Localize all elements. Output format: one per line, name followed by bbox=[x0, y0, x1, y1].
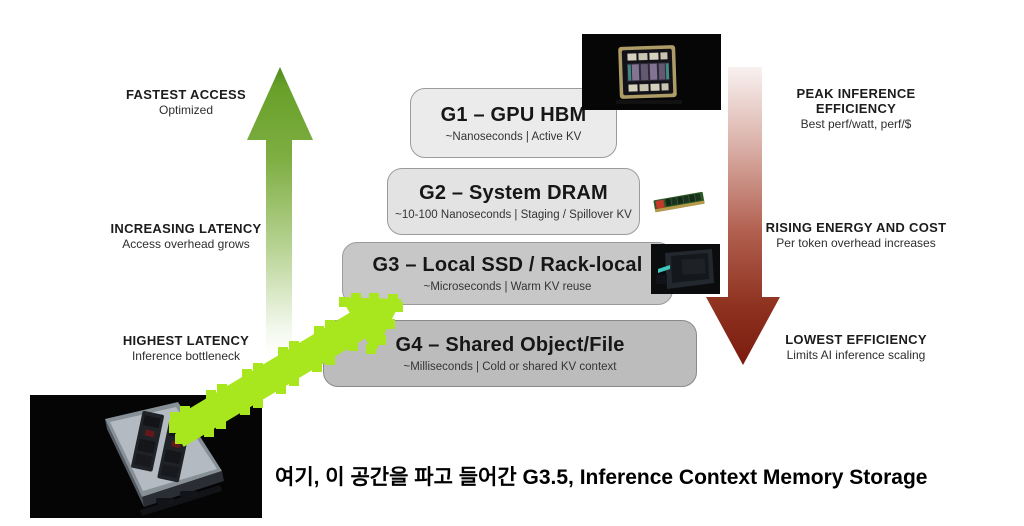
label-title: INCREASING LATENCY bbox=[110, 221, 262, 236]
caption-text: 여기, 이 공간을 파고 들어간 G3.5, Inference Context… bbox=[275, 466, 928, 489]
label-subtitle: Access overhead grows bbox=[122, 237, 250, 251]
storage-tray-photo bbox=[30, 395, 262, 518]
tier-subtitle: ~Nanoseconds | Active KV bbox=[445, 130, 582, 143]
tier-title: G2 – System DRAM bbox=[419, 182, 608, 204]
label-highest-latency: HIGHEST LATENCY Inference bottleneck bbox=[86, 333, 286, 364]
label-subtitle: Inference bottleneck bbox=[131, 349, 241, 363]
label-title: FASTEST ACCESS bbox=[125, 87, 246, 102]
gpu-module-photo bbox=[582, 34, 721, 110]
tier-g1-gpu-hbm: G1 – GPU HBM ~Nanoseconds | Active KV bbox=[410, 88, 617, 158]
tier-subtitle: ~Microseconds | Warm KV reuse bbox=[423, 281, 592, 293]
label-lowest-efficiency: LOWEST EFFICIENCY Limits AI inference sc… bbox=[746, 332, 966, 363]
latency-up-arrow bbox=[247, 67, 313, 355]
tier-g2-system-dram: G2 – System DRAM ~10-100 Nanoseconds | S… bbox=[387, 168, 640, 235]
efficiency-down-arrow bbox=[706, 67, 780, 365]
dram-dimm-photo bbox=[651, 186, 707, 218]
label-increasing-latency: INCREASING LATENCY Access overhead grows bbox=[76, 221, 296, 252]
ssd-drive-photo bbox=[651, 244, 720, 294]
label-title: HIGHEST LATENCY bbox=[122, 333, 250, 348]
tier-title: G3 – Local SSD / Rack-local bbox=[372, 254, 643, 276]
label-subtitle: Per token overhead increases bbox=[776, 236, 936, 250]
tier-subtitle: ~Milliseconds | Cold or shared KV contex… bbox=[403, 361, 617, 373]
label-peak-efficiency: PEAK INFERENCE EFFICIENCY Best perf/watt… bbox=[766, 86, 946, 132]
label-subtitle: Optimized bbox=[158, 103, 214, 117]
label-title: RISING ENERGY AND COST bbox=[765, 220, 947, 235]
label-subtitle: Limits AI inference scaling bbox=[786, 348, 926, 362]
label-subtitle: Best perf/watt, perf/$ bbox=[800, 117, 912, 131]
tier-title: G1 – GPU HBM bbox=[440, 103, 587, 126]
label-title: PEAK INFERENCE EFFICIENCY bbox=[796, 86, 916, 116]
label-fastest-access: FASTEST ACCESS Optimized bbox=[96, 87, 276, 118]
tier-title: G4 – Shared Object/File bbox=[395, 334, 625, 356]
label-title: LOWEST EFFICIENCY bbox=[785, 332, 927, 347]
tier-subtitle: ~10-100 Nanoseconds | Staging / Spillove… bbox=[395, 209, 632, 221]
label-rising-cost: RISING ENERGY AND COST Per token overhea… bbox=[746, 220, 966, 251]
